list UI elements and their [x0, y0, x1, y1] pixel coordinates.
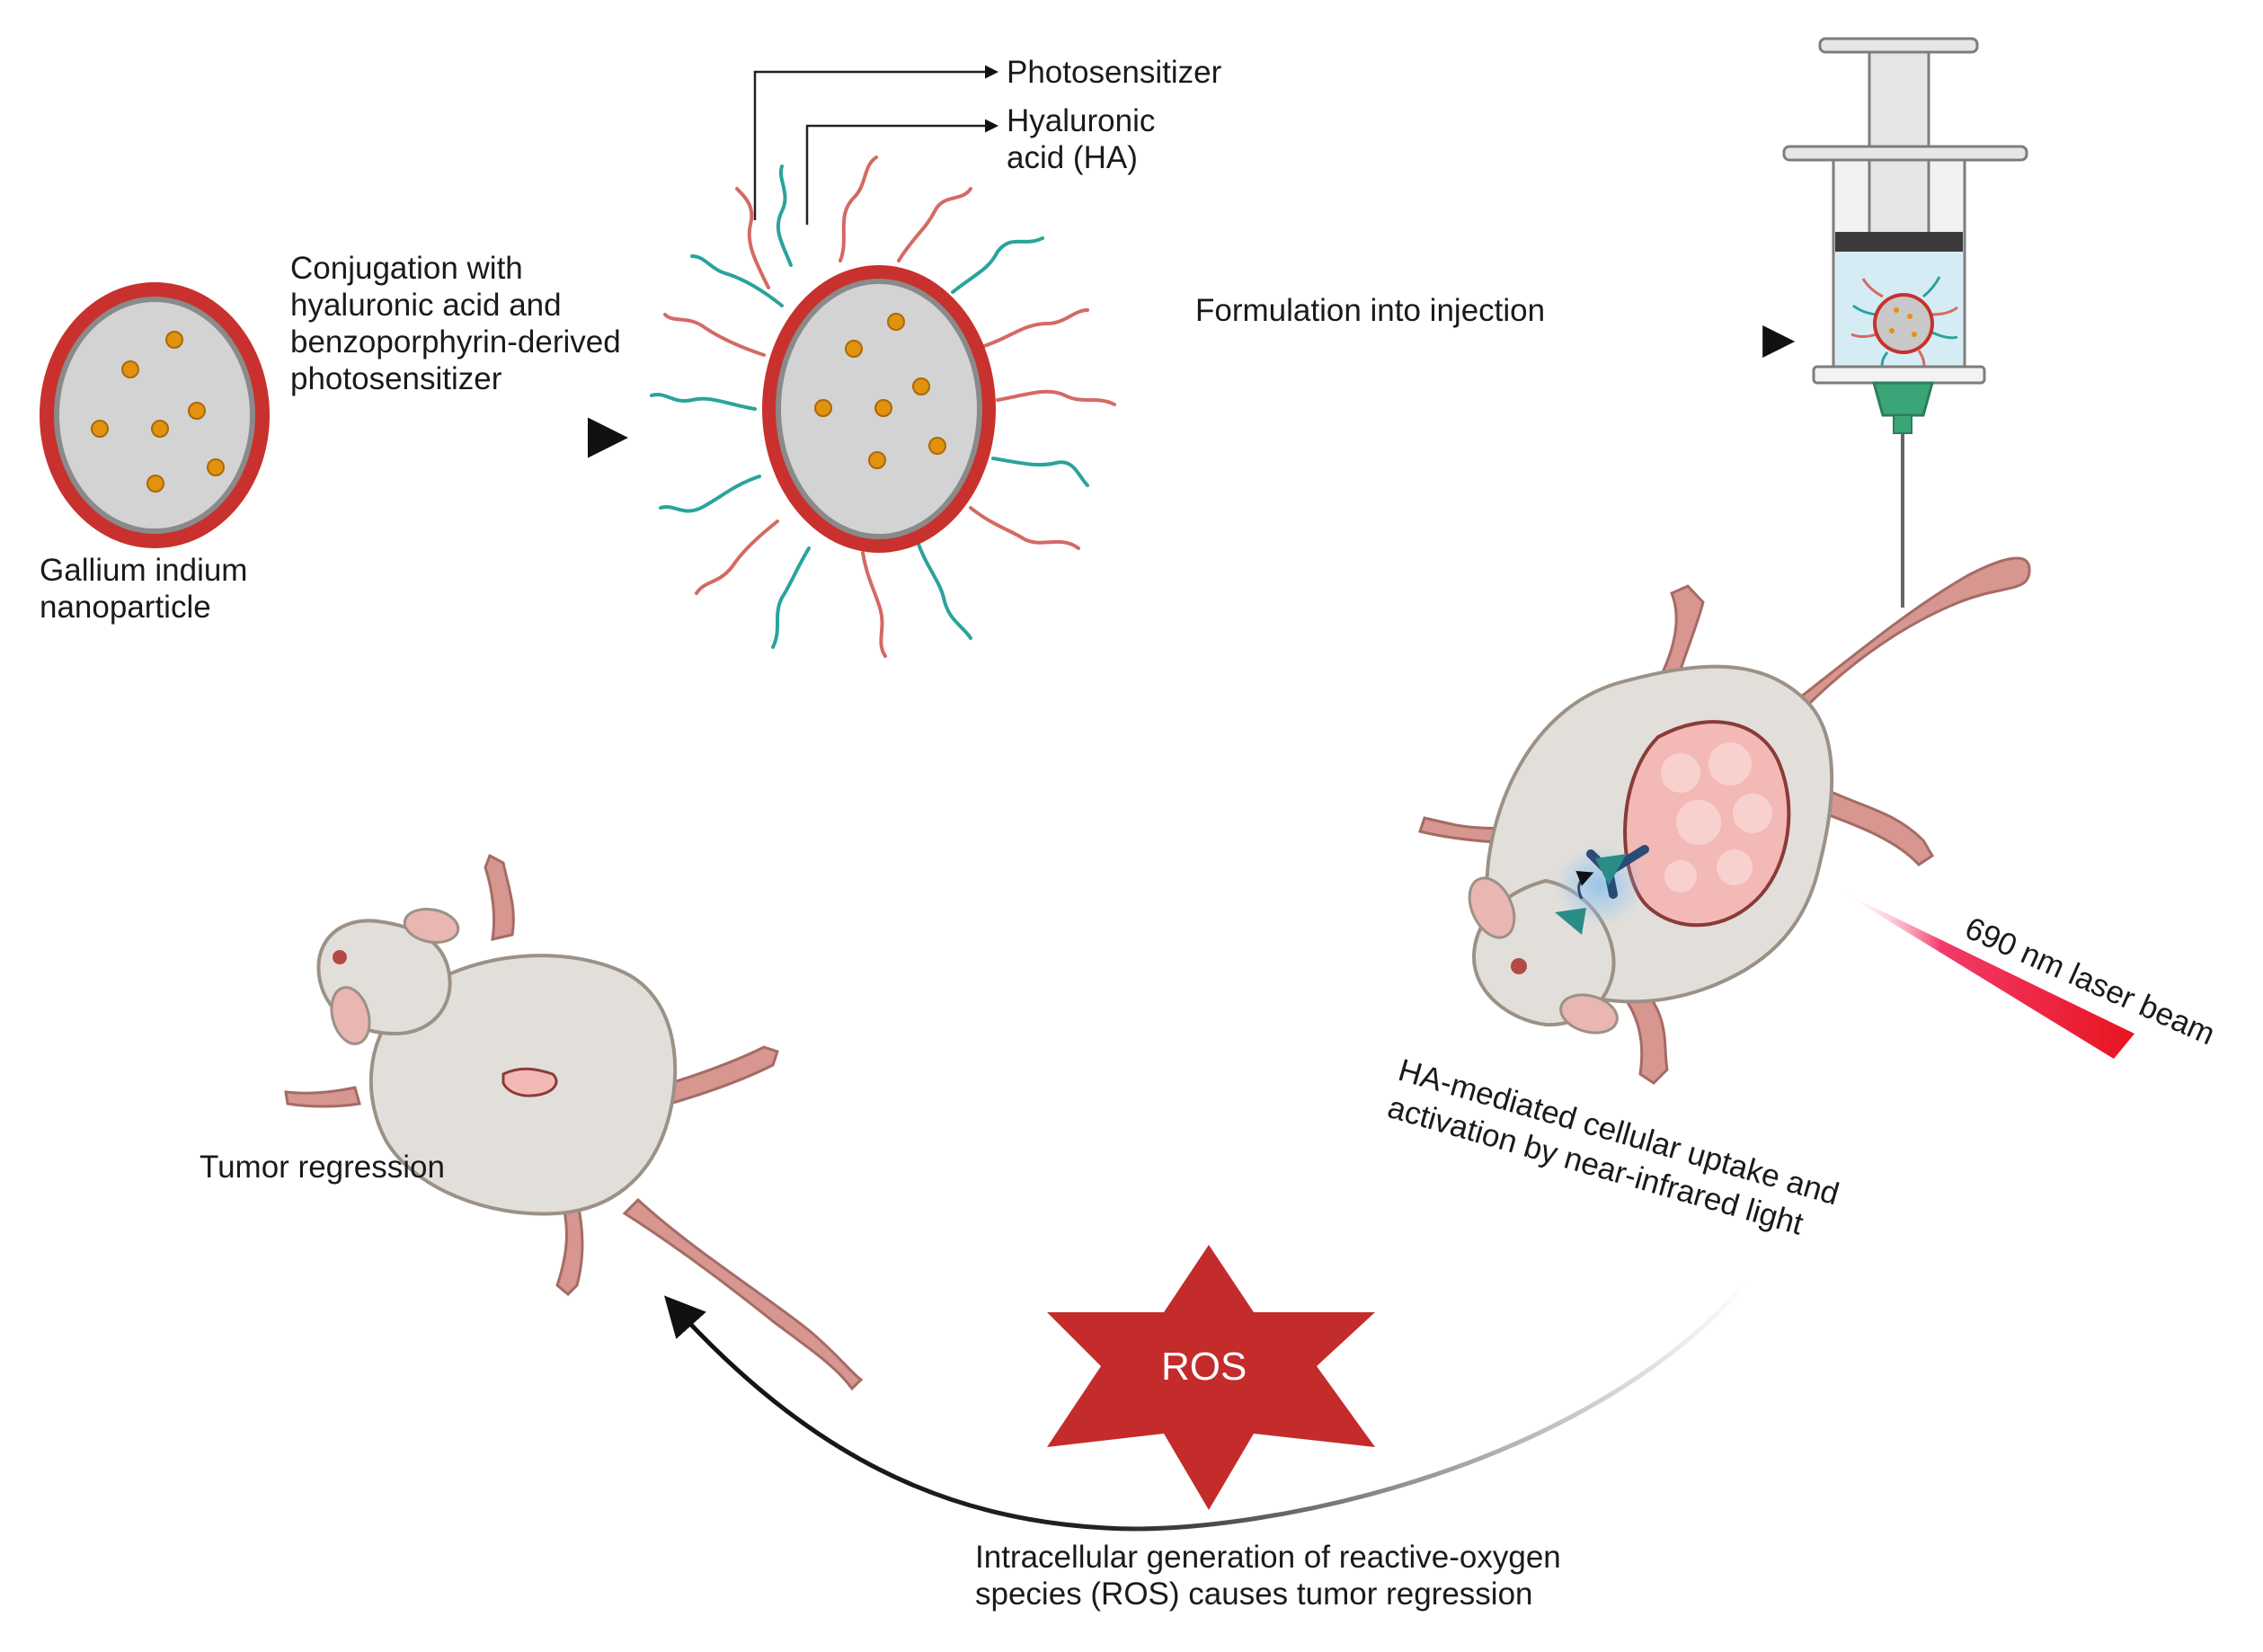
ros-caption-line: Intracellular generation of reactive-oxy… — [975, 1540, 1561, 1575]
hyaluronic-label-line: Hyaluronic — [1007, 103, 1156, 138]
photosensitizer-label: Photosensitizer — [1007, 55, 1222, 90]
laser-beam-icon — [1838, 890, 2134, 1059]
nanoparticle-icon — [40, 282, 270, 548]
hyaluronic-label: Hyaluronic acid (HA) — [1007, 102, 1155, 176]
regression-label: Tumor regression — [200, 1150, 445, 1185]
hyaluronic-pointer — [805, 119, 998, 225]
syringe-icon — [1782, 37, 2028, 608]
mouse-regressed-icon — [284, 853, 864, 1391]
antibody-icon — [1555, 845, 1649, 935]
ros-caption-line: species (ROS) causes tumor regression — [975, 1577, 1533, 1612]
coated-nanoparticle-icon — [650, 155, 1116, 658]
conjugation-label-line: hyaluronic acid and — [290, 288, 562, 323]
mouse-tumor-icon — [1418, 556, 2031, 1085]
nanoparticle-label-line: nanoparticle — [40, 590, 211, 625]
ros-arrow — [663, 1279, 1750, 1532]
conjugation-label-line: benzoporphyrin-derived — [290, 324, 621, 360]
conjugation-label-line: photosensitizer — [290, 361, 502, 396]
formulation-label: Formulation into injection — [1195, 293, 1546, 328]
nanoparticle-label-line: Gallium indium — [40, 553, 248, 588]
conjugation-label: Conjugation with hyaluronic acid and ben… — [290, 250, 621, 397]
hyaluronic-label-line: acid (HA) — [1007, 140, 1138, 175]
ros-caption: Intracellular generation of reactive-oxy… — [975, 1539, 1561, 1612]
nanoparticle-label: Gallium indium nanoparticle — [40, 552, 247, 626]
ros-star-icon — [1047, 1245, 1375, 1510]
conjugation-label-line: Conjugation with — [290, 251, 523, 286]
ros-label: ROS — [1161, 1345, 1247, 1389]
photosensitizer-pointer — [753, 65, 998, 220]
